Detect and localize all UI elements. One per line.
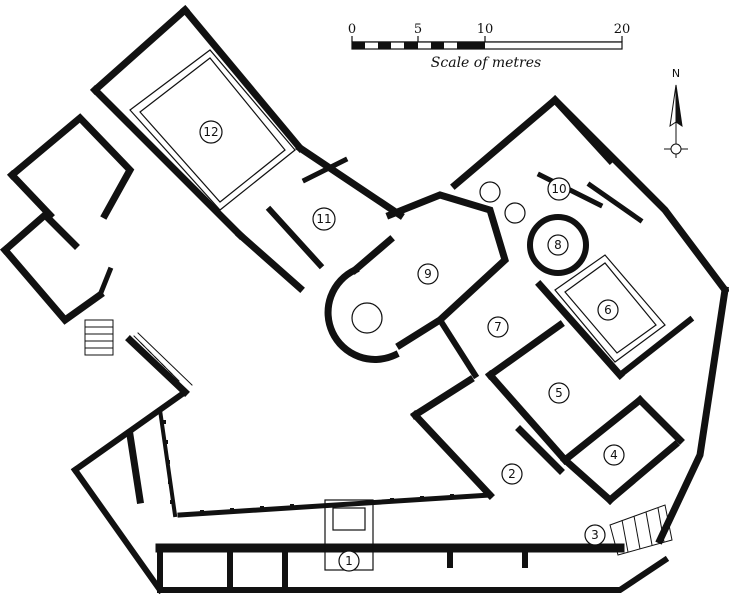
north-arrow-icon: N — [664, 67, 688, 158]
svg-text:3: 3 — [591, 528, 599, 542]
svg-text:5: 5 — [555, 386, 563, 400]
scale-title: Scale of metres — [431, 55, 541, 71]
svg-text:12: 12 — [203, 125, 218, 139]
scale-tick-5: 5 — [414, 22, 422, 37]
room-label-11: 11 — [312, 207, 336, 231]
svg-text:8: 8 — [554, 238, 562, 252]
room-10-basins — [479, 181, 526, 224]
east-stair — [609, 504, 673, 556]
svg-text:10: 10 — [551, 182, 566, 196]
room-label-12: 12 — [199, 120, 223, 144]
svg-text:7: 7 — [494, 320, 502, 334]
svg-text:2: 2 — [508, 467, 516, 481]
ramp-hatch — [129, 332, 193, 393]
scale-tick-10: 10 — [477, 22, 494, 37]
west-stair — [84, 319, 114, 356]
svg-text:9: 9 — [424, 267, 432, 281]
scale-tick-0: 0 — [348, 22, 356, 37]
room-label-4: 4 — [603, 444, 625, 466]
svg-text:11: 11 — [316, 212, 331, 226]
room-label-5: 5 — [548, 382, 570, 404]
svg-text:6: 6 — [604, 303, 612, 317]
scale-tick-20: 20 — [614, 22, 631, 37]
room-labels: 1 2 3 4 5 6 7 8 — [199, 120, 625, 572]
walls — [0, 5, 729, 595]
colonnade-columns — [162, 420, 454, 514]
scale-bar: 0 5 10 20 Scale of metres — [348, 22, 630, 71]
room-label-1: 1 — [338, 550, 360, 572]
svg-text:1: 1 — [345, 554, 353, 568]
room-label-3: 3 — [584, 524, 606, 546]
pool-room-12 — [129, 49, 296, 211]
room-label-2: 2 — [501, 463, 523, 485]
room-label-10: 10 — [547, 177, 571, 201]
room-label-9: 9 — [417, 263, 439, 285]
north-label: N — [672, 67, 680, 80]
room-label-7: 7 — [487, 316, 509, 338]
pool-room-6 — [554, 254, 666, 363]
apse-basin — [351, 302, 383, 334]
room-label-6: 6 — [597, 299, 619, 321]
svg-text:4: 4 — [610, 448, 618, 462]
room-label-8: 8 — [547, 234, 569, 256]
